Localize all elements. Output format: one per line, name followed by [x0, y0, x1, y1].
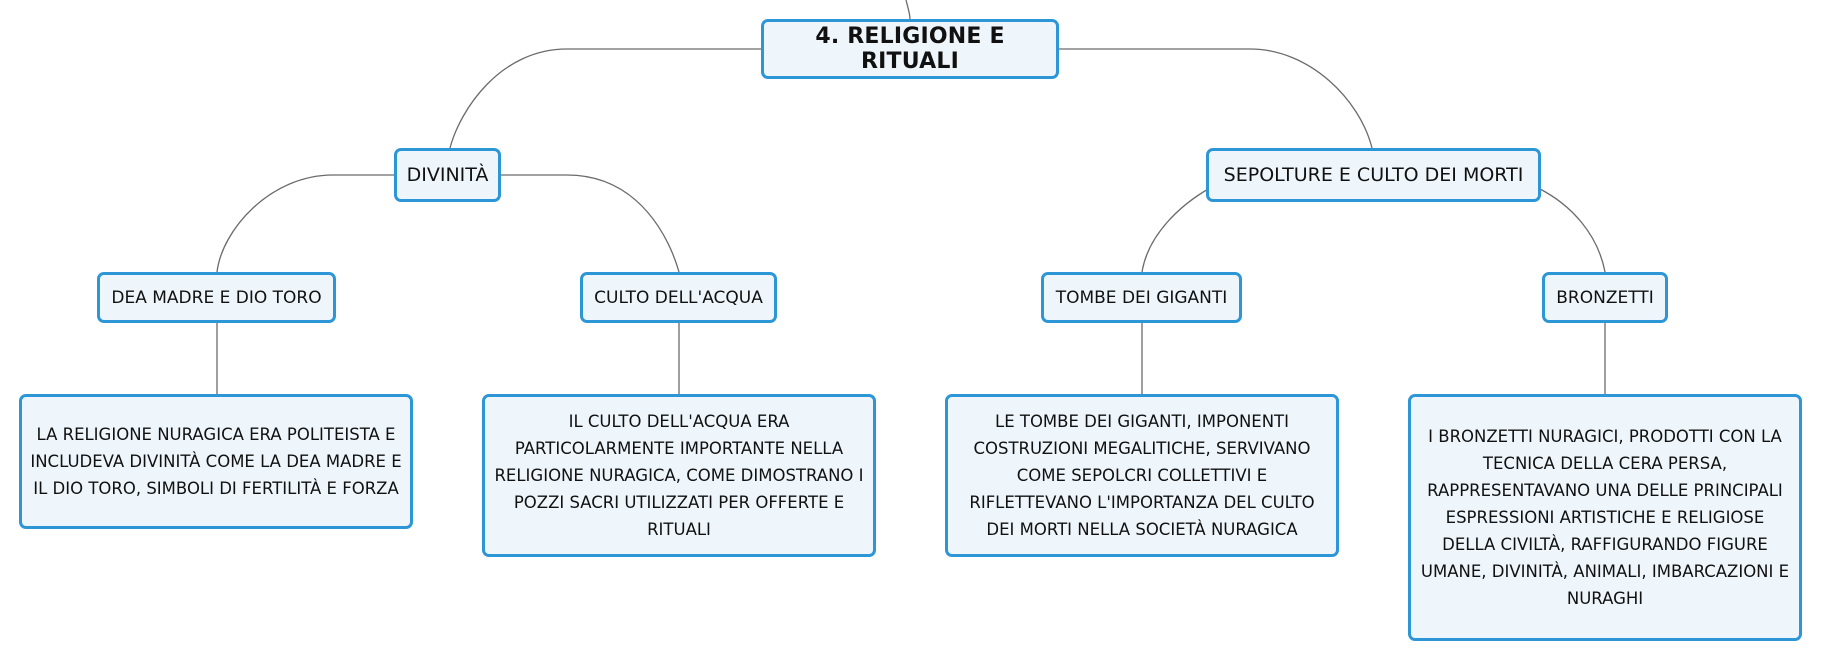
connector-sepolture-bronzetti	[1537, 187, 1606, 273]
tombe-giganti-description[interactable]: LE TOMBE DEI GIGANTI, IMPONENTI COSTRUZI…	[945, 394, 1339, 557]
connector-sepolture-tombe	[1141, 187, 1211, 273]
culto-acqua-node-label: CULTO DELL'ACQUA	[594, 287, 763, 308]
sepolture-node-label: SEPOLTURE E CULTO DEI MORTI	[1223, 164, 1524, 186]
dea-madre-description-text: LA RELIGIONE NURAGICA ERA POLITEISTA E I…	[30, 425, 402, 498]
divinita-node-label: DIVINITÀ	[406, 164, 489, 186]
tombe-giganti-node[interactable]: TOMBE DEI GIGANTI	[1041, 272, 1242, 323]
dea-madre-node-label: DEA MADRE E DIO TORO	[111, 287, 322, 308]
connector-divinita-acqua	[501, 174, 680, 273]
connector-root-sepolture	[1059, 48, 1373, 149]
divinita-node[interactable]: DIVINITÀ	[394, 148, 501, 202]
connector-divinita-dea	[216, 174, 394, 273]
culto-acqua-description[interactable]: IL CULTO DELL'ACQUA ERA PARTICOLARMENTE …	[482, 394, 876, 557]
root-node-label: 4. RELIGIONE E RITUALI	[815, 24, 1005, 74]
dea-madre-node[interactable]: DEA MADRE E DIO TORO	[97, 272, 336, 323]
connector-root-divinita	[449, 48, 763, 149]
bronzetti-node[interactable]: BRONZETTI	[1542, 272, 1668, 323]
tombe-giganti-node-label: TOMBE DEI GIGANTI	[1055, 287, 1228, 308]
culto-acqua-node[interactable]: CULTO DELL'ACQUA	[580, 272, 777, 323]
tombe-giganti-description-text: LE TOMBE DEI GIGANTI, IMPONENTI COSTRUZI…	[969, 412, 1315, 539]
root-node[interactable]: 4. RELIGIONE E RITUALI	[761, 19, 1059, 79]
dea-madre-description[interactable]: LA RELIGIONE NURAGICA ERA POLITEISTA E I…	[19, 394, 413, 529]
bronzetti-description-text: I BRONZETTI NURAGICI, PRODOTTI CON LA TE…	[1420, 427, 1790, 608]
connector-parent-root	[905, 0, 911, 20]
bronzetti-description[interactable]: I BRONZETTI NURAGICI, PRODOTTI CON LA TE…	[1408, 394, 1802, 641]
culto-acqua-description-text: IL CULTO DELL'ACQUA ERA PARTICOLARMENTE …	[494, 412, 864, 539]
bronzetti-node-label: BRONZETTI	[1556, 287, 1654, 308]
sepolture-node[interactable]: SEPOLTURE E CULTO DEI MORTI	[1206, 148, 1541, 202]
